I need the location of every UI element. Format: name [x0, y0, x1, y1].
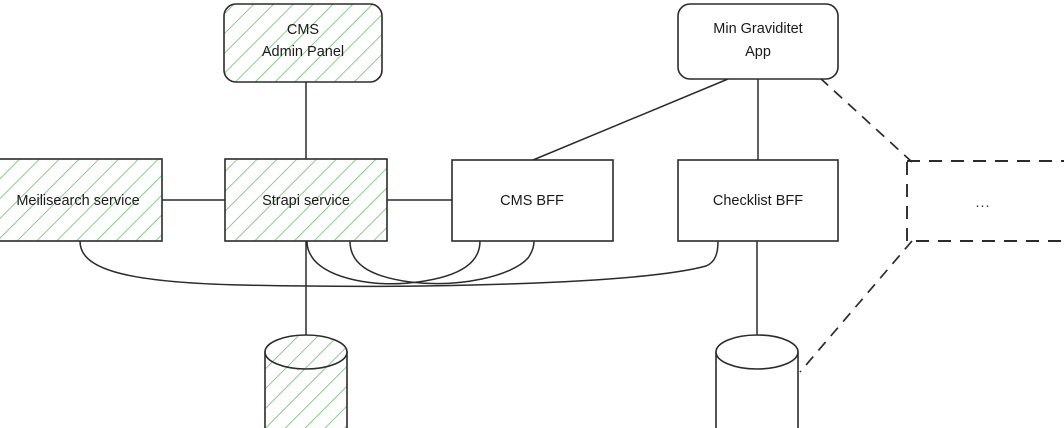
- strapi-database-body[interactable]: [264, 351, 348, 428]
- cms-admin-panel-label-line1: CMS: [287, 22, 319, 38]
- min-graviditet-app-shape[interactable]: [677, 3, 839, 80]
- meilisearch-service-label: Meilisearch service: [16, 193, 139, 209]
- cms-admin-panel-shape[interactable]: [223, 3, 383, 83]
- node-future-services[interactable]: ...: [906, 160, 1064, 242]
- checklist-bff-label: Checklist BFF: [713, 193, 803, 209]
- node-cms-bff[interactable]: CMS BFF: [451, 159, 614, 242]
- edge-cms-bff-to-strapi-database-curve: [306, 240, 481, 285]
- cms-bff-shape[interactable]: [451, 159, 614, 242]
- meilisearch-service-shape[interactable]: [0, 158, 163, 242]
- future-services-shape[interactable]: [906, 160, 1064, 242]
- cms-bff-label: CMS BFF: [500, 193, 564, 209]
- edge-future-services-to-checklist-database: [799, 240, 913, 373]
- cms-admin-panel-label-line2: Admin Panel: [262, 44, 344, 60]
- strapi-database-top[interactable]: [264, 334, 348, 370]
- node-strapi-service[interactable]: Strapi service: [224, 158, 388, 242]
- checklist-bff-shape[interactable]: [677, 159, 839, 242]
- strapi-service-label: Strapi service: [262, 193, 350, 209]
- strapi-service-shape[interactable]: [224, 158, 388, 242]
- node-strapi-database[interactable]: [264, 334, 348, 428]
- edge-min-graviditet-app-to-cms-bff: [532, 78, 729, 161]
- node-meilisearch-service[interactable]: Meilisearch service: [0, 158, 163, 242]
- node-checklist-database[interactable]: [715, 334, 799, 428]
- future-services-label: ...: [975, 195, 990, 211]
- min-graviditet-app-label-line2: App: [745, 44, 771, 60]
- node-checklist-bff[interactable]: Checklist BFF: [677, 159, 839, 242]
- node-cms-admin-panel[interactable]: CMS Admin Panel: [223, 3, 383, 83]
- edge-strapi-service-to-cms-bff-curve: [349, 240, 535, 285]
- checklist-database-body[interactable]: [715, 351, 799, 428]
- checklist-database-top[interactable]: [715, 334, 799, 370]
- edge-min-graviditet-app-to-future-services: [819, 77, 913, 163]
- node-min-graviditet-app[interactable]: Min Graviditet App: [677, 3, 839, 80]
- min-graviditet-app-label-line1: Min Graviditet: [713, 21, 802, 37]
- edge-meilisearch-service-to-checklist-bff-curve: [79, 240, 719, 288]
